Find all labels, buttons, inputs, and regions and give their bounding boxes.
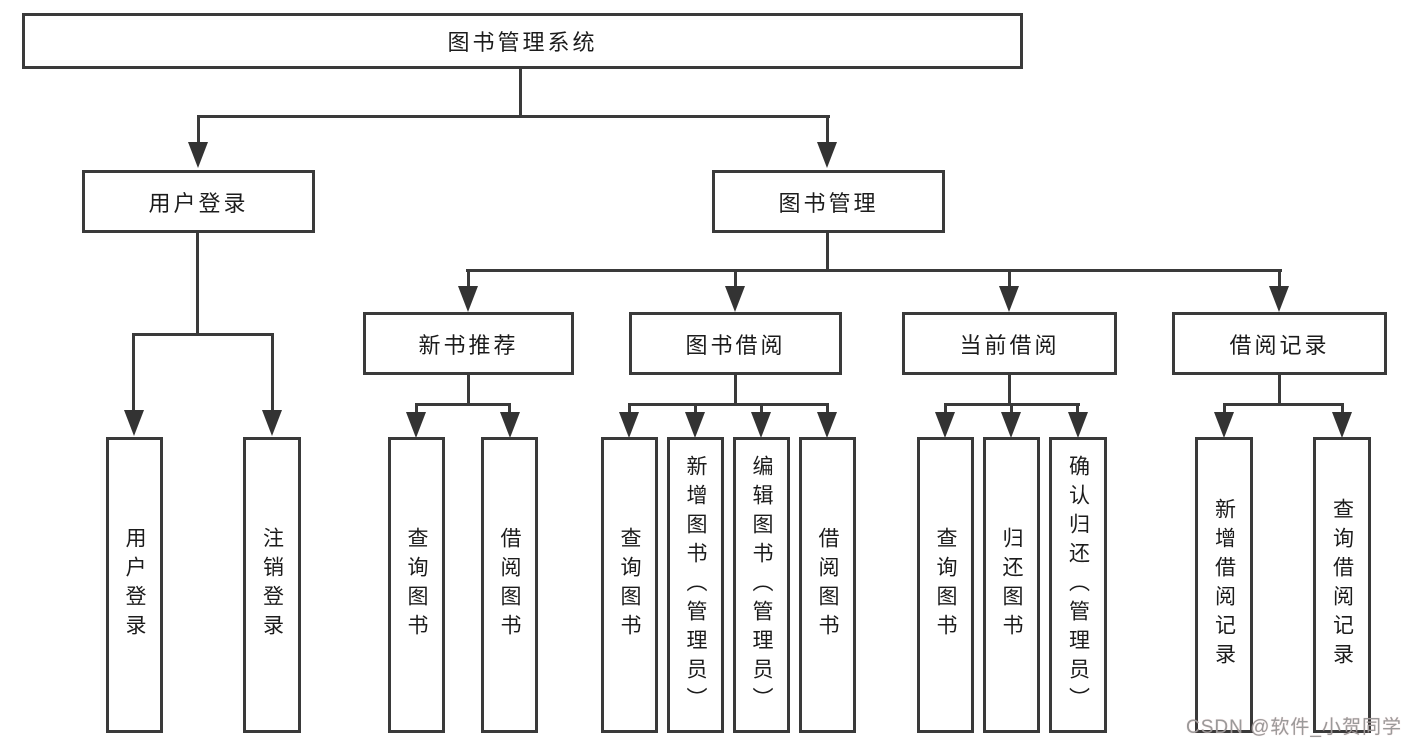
connector-line (467, 271, 470, 286)
node-label: 新增图书（管理员） (684, 454, 707, 716)
arrow-down-icon (751, 412, 771, 438)
connector-line (1010, 405, 1013, 414)
connector-line (197, 115, 830, 118)
node-label: 图书管理系统 (447, 30, 598, 55)
connector-line (944, 405, 947, 414)
arrow-down-icon (999, 286, 1019, 312)
connector-line (519, 69, 522, 117)
node-label: 确认归还（管理员） (1066, 454, 1090, 716)
connector-line (467, 375, 470, 406)
leaf-borrow-books-recommend: 借阅图书 (481, 437, 538, 733)
arrow-down-icon (725, 286, 745, 312)
leaf-logout: 注销登录 (243, 437, 301, 733)
arrow-down-icon (1068, 412, 1088, 438)
leaf-add-books-admin: 新增图书（管理员） (667, 437, 724, 733)
arrow-down-icon (458, 286, 478, 312)
arrow-down-icon (1001, 412, 1021, 438)
leaf-query-borrow-record: 查询借阅记录 (1313, 437, 1371, 733)
leaf-query-books-borrow: 查询图书 (601, 437, 658, 733)
connector-line (628, 403, 829, 406)
node-new-book-recommend: 新书推荐 (363, 312, 574, 375)
node-label: 用户登录 (123, 527, 146, 643)
leaf-confirm-return-admin: 确认归还（管理员） (1049, 437, 1107, 733)
connector-line (132, 333, 274, 336)
leaf-edit-books-admin: 编辑图书（管理员） (733, 437, 790, 733)
arrow-down-icon (406, 412, 426, 438)
node-label: 归还图书 (1000, 527, 1023, 643)
csdn-watermark: CSDN @软件_小贺同学 (1186, 717, 1402, 738)
connector-line (1278, 375, 1281, 406)
arrow-down-icon (817, 412, 837, 438)
leaf-user-login: 用户登录 (106, 437, 163, 733)
connector-line (1223, 403, 1344, 406)
arrow-down-icon (685, 412, 705, 438)
connector-line (826, 233, 829, 272)
connector-line (1223, 405, 1226, 414)
arrow-down-icon (619, 412, 639, 438)
node-borrow-records: 借阅记录 (1172, 312, 1387, 375)
leaf-borrow-books: 借阅图书 (799, 437, 856, 733)
connector-line (944, 403, 1080, 406)
node-book-management: 图书管理 (712, 170, 945, 233)
arrow-down-icon (262, 410, 282, 436)
connector-line (734, 375, 737, 406)
connector-line (628, 405, 631, 414)
node-current-borrow: 当前借阅 (902, 312, 1117, 375)
connector-line (271, 335, 274, 410)
connector-line (760, 405, 763, 414)
connector-line (197, 117, 200, 144)
arrow-down-icon (124, 410, 144, 436)
connector-line (466, 269, 1282, 272)
node-label: 借阅图书 (816, 527, 839, 643)
arrow-down-icon (500, 412, 520, 438)
arrow-down-icon (188, 142, 208, 168)
connector-line (1341, 405, 1344, 414)
node-label: 借阅记录 (1229, 332, 1330, 358)
connector-line (508, 405, 511, 414)
arrow-down-icon (1214, 412, 1234, 438)
node-label: 查询图书 (934, 527, 957, 643)
node-user-login: 用户登录 (82, 170, 315, 233)
node-label: 查询借阅记录 (1330, 498, 1354, 672)
node-label: 查询图书 (618, 527, 641, 643)
connector-line (196, 233, 199, 335)
arrow-down-icon (1332, 412, 1352, 438)
node-label: 新增借阅记录 (1212, 498, 1236, 672)
node-book-borrow: 图书借阅 (629, 312, 842, 375)
connector-line (1076, 405, 1079, 414)
leaf-return-books: 归还图书 (983, 437, 1040, 733)
node-label: 借阅图书 (498, 527, 521, 643)
node-label: 当前借阅 (959, 332, 1060, 358)
connector-line (734, 271, 737, 286)
leaf-query-books-recommend: 查询图书 (388, 437, 445, 733)
connector-line (132, 335, 135, 410)
node-label: 图书管理 (778, 190, 879, 216)
leaf-add-borrow-record: 新增借阅记录 (1195, 437, 1253, 733)
node-label: 查询图书 (405, 527, 428, 643)
connector-line (415, 405, 418, 414)
connector-line (826, 405, 829, 414)
node-library-management-system: 图书管理系统 (22, 13, 1023, 69)
connector-line (1008, 375, 1011, 406)
arrow-down-icon (1269, 286, 1289, 312)
node-label: 新书推荐 (418, 332, 519, 358)
arrow-down-icon (935, 412, 955, 438)
connector-line (1278, 271, 1281, 286)
node-label: 用户登录 (148, 190, 249, 216)
node-label: 图书借阅 (685, 332, 786, 358)
leaf-query-books-current: 查询图书 (917, 437, 974, 733)
connector-line (1008, 271, 1011, 286)
connector-line (826, 117, 829, 144)
connector-line (694, 405, 697, 414)
node-label: 编辑图书（管理员） (750, 454, 773, 716)
node-label: 注销登录 (260, 527, 284, 643)
connector-line (415, 403, 511, 406)
arrow-down-icon (817, 142, 837, 168)
